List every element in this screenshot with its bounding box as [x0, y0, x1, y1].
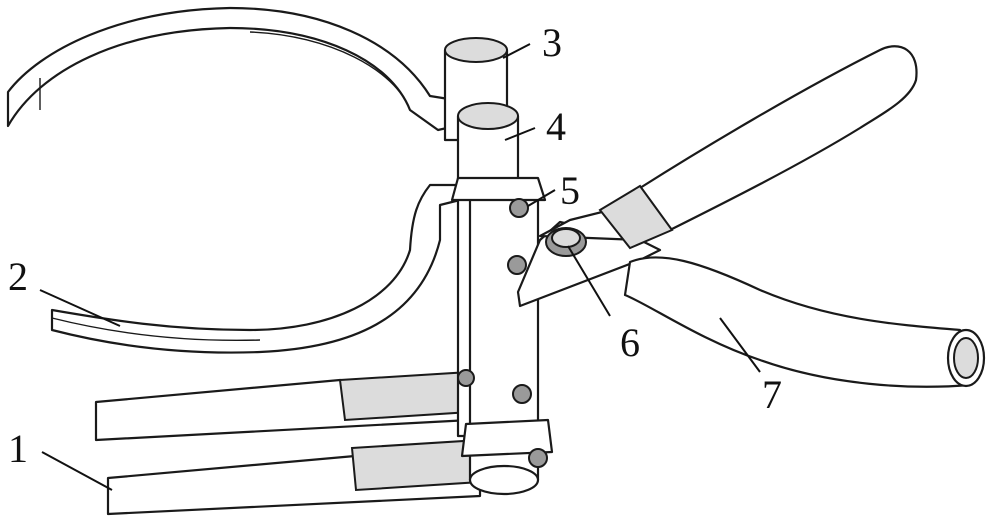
part-labels: 3 4 5 6 7 2 1 [8, 20, 782, 471]
post-4 [450, 102, 554, 496]
upper-band [6, 6, 462, 132]
label-4: 4 [546, 104, 566, 149]
plier [516, 45, 986, 388]
leader-lines [39, 43, 761, 491]
blade-1-upper [94, 370, 472, 442]
label-6: 6 [620, 320, 640, 365]
label-3: 3 [542, 20, 562, 65]
label-7: 7 [762, 372, 782, 417]
label-1: 1 [8, 426, 28, 471]
blade-1-lower [106, 438, 482, 516]
label-5: 5 [560, 168, 580, 213]
label-2: 2 [8, 254, 28, 299]
band-2 [50, 183, 464, 354]
